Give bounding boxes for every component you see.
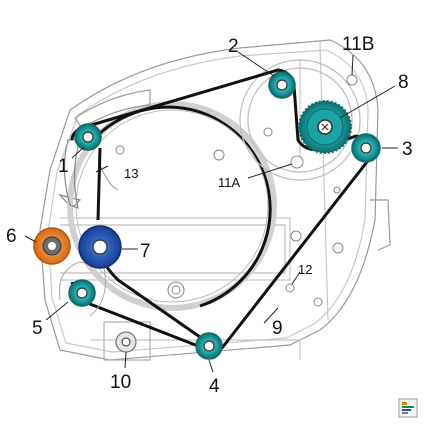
pulley-2 — [268, 71, 296, 99]
leader-lines — [24, 51, 398, 373]
pulley-1 — [74, 123, 102, 151]
callout-3: 3 — [402, 139, 413, 160]
pulley-7 — [78, 225, 122, 269]
callout-6: 6 — [6, 226, 17, 247]
callout-2: 2 — [228, 36, 239, 57]
flywheel-outline — [239, 59, 361, 181]
callout-5: 5 — [32, 318, 43, 339]
callout-12: 12 — [298, 262, 312, 277]
callout-10: 10 — [110, 372, 131, 393]
callout-7: 7 — [140, 241, 151, 262]
callout-8: 8 — [398, 72, 409, 93]
callout-13: 13 — [124, 166, 138, 181]
callout-9: 9 — [272, 318, 283, 339]
callout-4: 4 — [209, 376, 220, 397]
callout-1: 1 — [58, 156, 69, 177]
tensioner-10 — [115, 331, 137, 353]
gear-8 — [298, 100, 352, 154]
pulley-4 — [195, 332, 223, 360]
pulley-3 — [351, 133, 381, 163]
pulley-6 — [33, 227, 71, 265]
document-logo-icon — [398, 398, 418, 418]
callout-11b: 11B — [342, 34, 374, 55]
housing-frame — [39, 39, 391, 361]
callout-11a: 11A — [218, 175, 240, 190]
upper-slide — [74, 89, 151, 129]
